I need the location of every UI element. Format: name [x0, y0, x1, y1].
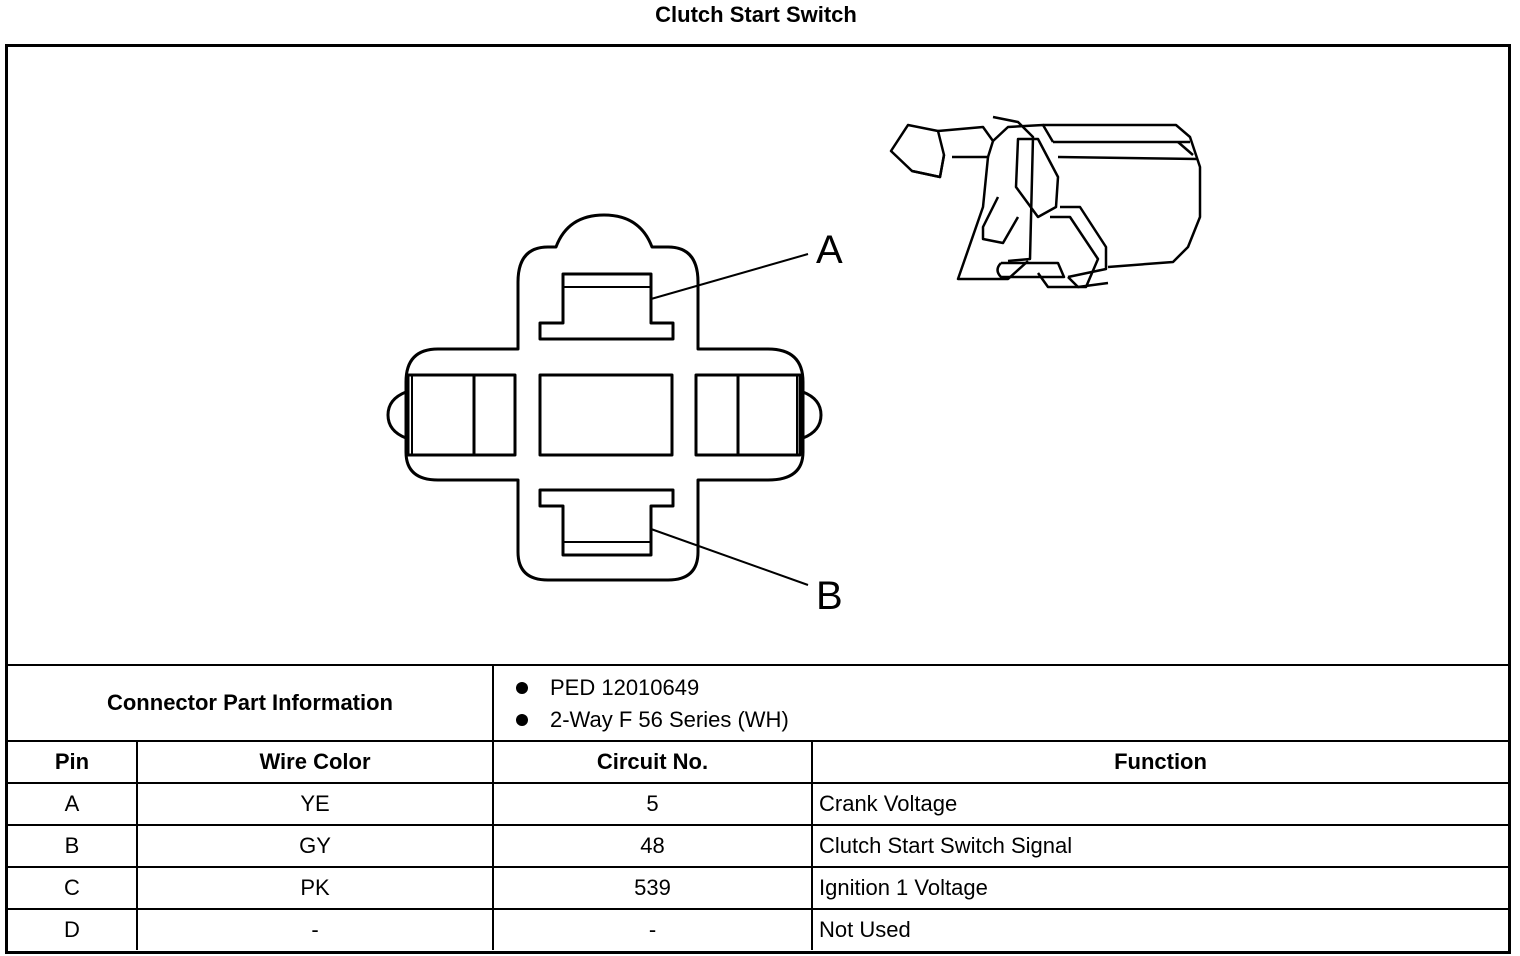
function-cell: Clutch Start Switch Signal [811, 824, 1508, 868]
connector-info-row: Connector Part Information PED 12010649 … [8, 666, 1508, 742]
callout-a: A [816, 228, 843, 272]
callout-b: B [816, 574, 843, 618]
header-wire-color: Wire Color [136, 740, 494, 784]
center-block [538, 373, 674, 457]
connector-frame: A B [5, 44, 1511, 954]
connector-info-list: PED 12010649 2-Way F 56 Series (WH) [494, 666, 1508, 740]
pin-cell: B [8, 824, 138, 868]
pin-cell: C [8, 866, 138, 910]
wire-color-cell: GY [136, 824, 494, 868]
table-row: C PK 539 Ignition 1 Voltage [8, 866, 1508, 910]
pin-cell: D [8, 908, 138, 950]
inner-outline [411, 374, 798, 455]
page-title: Clutch Start Switch [655, 2, 857, 27]
wire-color-cell: YE [136, 782, 494, 826]
leader-b [650, 528, 809, 586]
circuit-cell: - [492, 908, 813, 950]
connector-face-drawing: A B [386, 115, 1202, 618]
circuit-cell: 48 [492, 824, 813, 868]
connector-3d-view [889, 115, 1202, 289]
left-block [406, 373, 517, 457]
header-circuit-no: Circuit No. [492, 740, 813, 784]
connector-info-cell: PED 12010649 2-Way F 56 Series (WH) [492, 666, 1508, 742]
circuit-cell: 539 [492, 866, 813, 910]
header-function: Function [811, 740, 1508, 784]
connector-diagram: A B [8, 47, 1508, 666]
right-block [694, 373, 802, 457]
left-ear [386, 390, 407, 440]
wire-color-cell: PK [136, 866, 494, 910]
wire-color-cell: - [136, 908, 494, 950]
pinout-table: Connector Part Information PED 12010649 … [8, 666, 1508, 950]
terminal-a [538, 272, 675, 341]
terminal-b [538, 488, 675, 557]
function-cell: Ignition 1 Voltage [811, 866, 1508, 910]
table-row: B GY 48 Clutch Start Switch Signal [8, 824, 1508, 868]
pin-cell: A [8, 782, 138, 826]
connector-outline [404, 213, 805, 582]
bullet-icon [516, 714, 528, 726]
leader-a [650, 253, 809, 300]
right-ear [802, 390, 823, 440]
bullet-icon [516, 682, 528, 694]
list-item: PED 12010649 [516, 672, 1508, 704]
circuit-cell: 5 [492, 782, 813, 826]
connector-info-label: Connector Part Information [8, 666, 494, 742]
table-row: A YE 5 Crank Voltage [8, 782, 1508, 826]
list-item: 2-Way F 56 Series (WH) [516, 704, 1508, 736]
function-cell: Not Used [811, 908, 1508, 950]
table-header-row: Pin Wire Color Circuit No. Function [8, 740, 1508, 784]
function-cell: Crank Voltage [811, 782, 1508, 826]
table-row: D - - Not Used [8, 908, 1508, 950]
header-pin: Pin [8, 740, 138, 784]
